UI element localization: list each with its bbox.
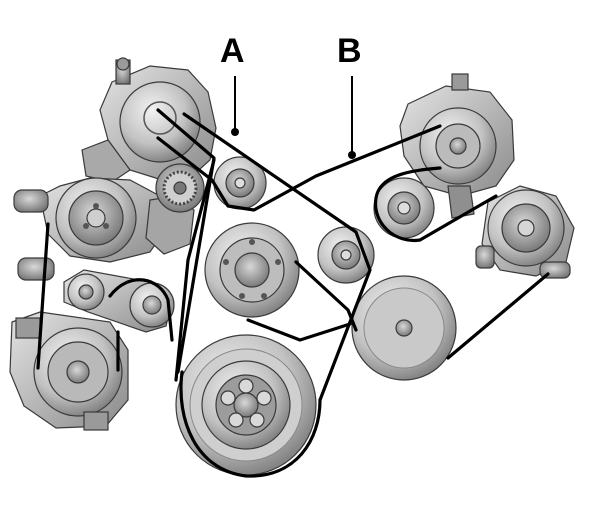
belt-tensioner-icon: [145, 163, 205, 255]
water-pump-pulley-icon: [13, 177, 169, 281]
callout-a: A: [220, 32, 245, 136]
central-idler-pulley: [204, 222, 300, 318]
tensioner-arm: [63, 269, 175, 333]
callout-label-a: A: [220, 32, 245, 70]
callout-b: B: [337, 32, 362, 159]
belt-a: [156, 108, 442, 478]
belt-left-loop: [36, 222, 174, 372]
alternator-pulley: [373, 177, 435, 239]
crankshaft-pulley-icon: [175, 334, 317, 476]
power-steering-pump-icon: [475, 185, 575, 279]
large-idler-pulley: [351, 275, 457, 381]
callout-label-b: B: [337, 32, 362, 70]
timing-cover-icon: [81, 57, 217, 183]
belt-b: [374, 166, 550, 360]
ac-compressor-icon: [9, 311, 129, 431]
